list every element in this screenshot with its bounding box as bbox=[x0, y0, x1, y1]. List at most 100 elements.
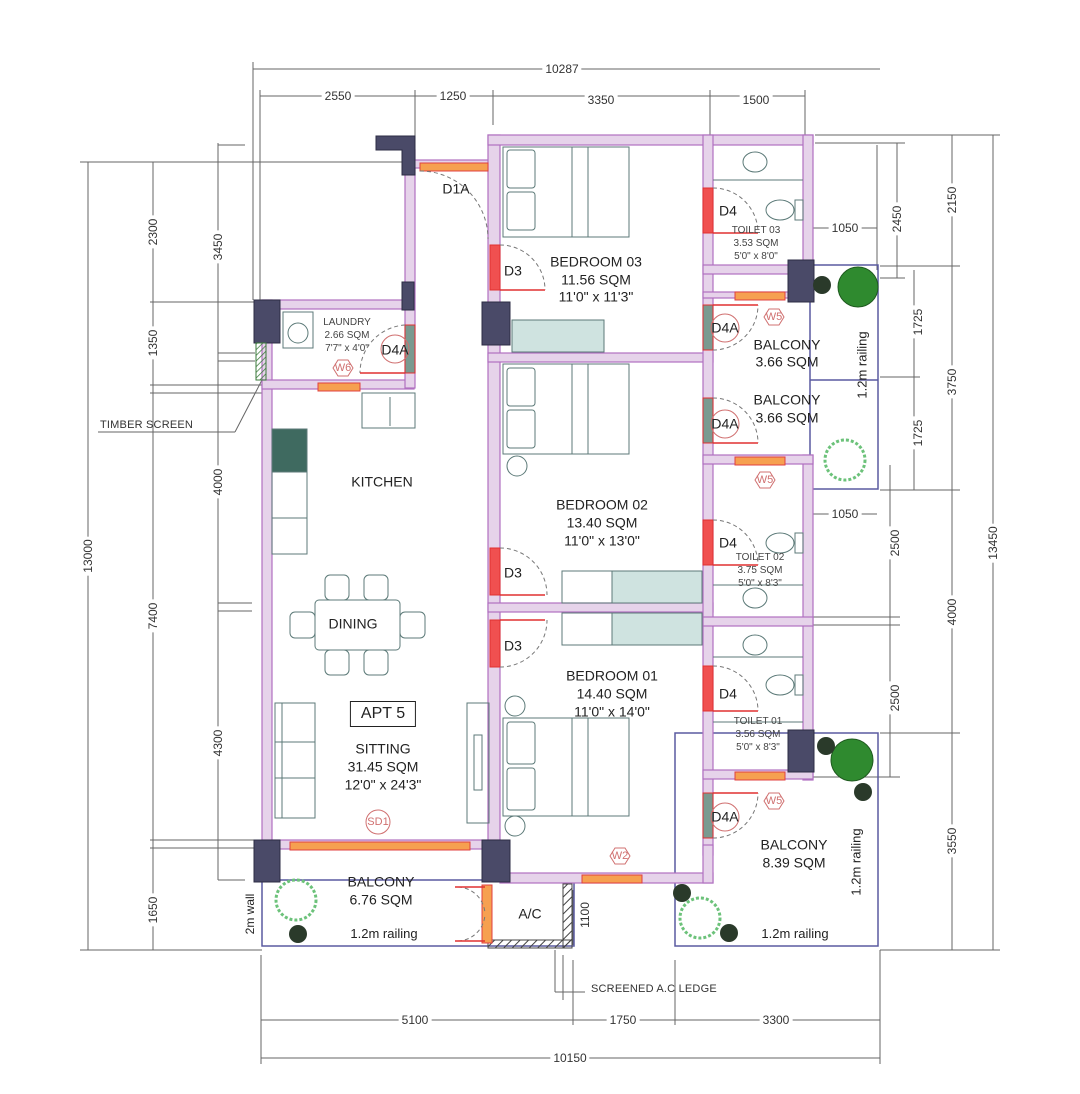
window-tags bbox=[332, 308, 785, 865]
dim-top-4: 1500 bbox=[739, 93, 773, 107]
room-size-sitting: 12'0" x 24'3" bbox=[344, 776, 422, 793]
railings bbox=[261, 264, 879, 947]
note-ac-ledge: SCREENED A.C LEDGE bbox=[591, 983, 717, 995]
note-railing-balcony-c-bottom: 1.2m railing bbox=[761, 926, 829, 942]
fern-icon bbox=[673, 884, 691, 902]
door-label-d4-toilet02: D4 bbox=[719, 534, 737, 551]
door-label-d3-bed01: D3 bbox=[504, 637, 522, 654]
room-name-balcony-d: BALCONY bbox=[347, 873, 415, 890]
plants bbox=[274, 266, 879, 943]
dim-bottom-2: 1750 bbox=[606, 1013, 640, 1027]
door-label-d4a-balcony-a: D4A bbox=[711, 319, 739, 336]
note-railing-balcony-c-side: 1.2m railing bbox=[848, 828, 864, 896]
window-tag-w5-a: W5 bbox=[765, 311, 783, 323]
dim-top-3: 3350 bbox=[584, 93, 618, 107]
door-swings bbox=[359, 170, 759, 942]
room-size-toilet-01: 5'0" x 8'3" bbox=[736, 742, 780, 753]
dim-bottom-overall: 10150 bbox=[550, 1051, 590, 1065]
note-railing-balcony-ab: 1.2m railing bbox=[854, 331, 870, 399]
dim-left-inner-1: 3450 bbox=[211, 230, 225, 264]
door-stops bbox=[360, 232, 758, 942]
room-name-bedroom-03: BEDROOM 03 bbox=[550, 253, 642, 270]
room-area-toilet-01: 3.56 SQM bbox=[735, 729, 781, 740]
ac-ledge bbox=[487, 883, 573, 949]
room-area-toilet-02: 3.75 SQM bbox=[737, 565, 783, 576]
room-name-toilet-01: TOILET 01 bbox=[733, 716, 783, 727]
dim-right-inner-2: 2500 bbox=[888, 526, 902, 560]
room-name-ac: A/C bbox=[518, 905, 542, 922]
door-label-d4a-laundry: D4A bbox=[381, 341, 409, 358]
dim-top-overall: 10287 bbox=[542, 62, 582, 76]
dim-bottom-3: 3300 bbox=[759, 1013, 793, 1027]
dim-right-mid-1: 1725 bbox=[911, 305, 925, 339]
tree-icon bbox=[837, 266, 879, 308]
dim-right-inner-1: 2450 bbox=[890, 202, 904, 236]
shrub-icon bbox=[678, 896, 722, 940]
windows bbox=[289, 162, 786, 944]
tree-icon bbox=[830, 738, 874, 782]
dim-right-a-3: 4000 bbox=[945, 595, 959, 629]
room-name-bedroom-01: BEDROOM 01 bbox=[566, 667, 658, 684]
furniture bbox=[271, 146, 804, 837]
note-railing-balcony-d: 1.2m railing bbox=[350, 926, 418, 942]
room-name-bedroom-02: BEDROOM 02 bbox=[556, 496, 648, 513]
dim-right-a-2: 3750 bbox=[945, 365, 959, 399]
dim-left-mid-3: 7400 bbox=[146, 599, 160, 633]
dim-toilet-width-1: 1050 bbox=[828, 221, 862, 235]
door-label-d3-bed03: D3 bbox=[504, 262, 522, 279]
fern-icon bbox=[817, 737, 835, 755]
dim-left-mid-4: 1650 bbox=[146, 893, 160, 927]
room-size-toilet-03: 5'0" x 8'0" bbox=[734, 251, 778, 262]
room-name-balcony-a: BALCONY bbox=[753, 336, 821, 353]
room-name-toilet-03: TOILET 03 bbox=[731, 225, 781, 236]
room-name-kitchen: KITCHEN bbox=[351, 473, 413, 490]
room-size-toilet-02: 5'0" x 8'3" bbox=[738, 578, 782, 589]
window-tag-w5-b: W5 bbox=[756, 474, 774, 486]
room-area-balcony-c: 8.39 SQM bbox=[762, 854, 826, 871]
room-area-bedroom-01: 14.40 SQM bbox=[576, 685, 648, 702]
dim-right-inner-3: 2500 bbox=[888, 681, 902, 715]
doors bbox=[489, 187, 714, 712]
shrub-icon bbox=[823, 438, 867, 482]
door-label-d4-toilet01: D4 bbox=[719, 685, 737, 702]
dim-left-overall: 13000 bbox=[81, 536, 95, 576]
dim-top-2: 1250 bbox=[436, 89, 470, 103]
note-2m-wall: 2m wall bbox=[243, 893, 257, 935]
window-tag-w2: W2 bbox=[611, 850, 629, 862]
room-area-balcony-b: 3.66 SQM bbox=[755, 409, 819, 426]
room-name-toilet-02: TOILET 02 bbox=[735, 552, 785, 563]
fern-icon bbox=[289, 925, 307, 943]
dim-right-a-4: 3550 bbox=[945, 824, 959, 858]
room-name-laundry: LAUNDRY bbox=[323, 317, 371, 328]
window-tag-w6: W6 bbox=[334, 362, 352, 374]
dim-top-1: 2550 bbox=[321, 89, 355, 103]
dim-right-mid-2: 1725 bbox=[911, 416, 925, 450]
room-name-balcony-b: BALCONY bbox=[753, 391, 821, 408]
dim-right-overall: 13450 bbox=[986, 523, 1000, 563]
fern-icon bbox=[854, 783, 872, 801]
door-label-d4-toilet03: D4 bbox=[719, 202, 737, 219]
fern-icon bbox=[720, 924, 738, 942]
columns bbox=[253, 135, 815, 883]
room-area-laundry: 2.66 SQM bbox=[324, 330, 370, 341]
walls bbox=[261, 134, 814, 884]
room-size-bedroom-01: 11'0" x 14'0" bbox=[574, 703, 650, 720]
apartment-label: APT 5 bbox=[349, 701, 417, 727]
room-area-balcony-d: 6.76 SQM bbox=[349, 891, 413, 908]
room-name-balcony-c: BALCONY bbox=[760, 836, 828, 853]
room-area-bedroom-03: 11.56 SQM bbox=[561, 271, 631, 288]
dim-left-inner-3: 4300 bbox=[211, 726, 225, 760]
door-label-d1a: D1A bbox=[442, 180, 470, 197]
fern-icon bbox=[813, 276, 831, 294]
room-name-sitting: SITTING bbox=[355, 740, 411, 757]
window-tag-w5-c: W5 bbox=[765, 795, 783, 807]
dim-left-mid-2: 1350 bbox=[146, 326, 160, 360]
room-area-balcony-a: 3.66 SQM bbox=[755, 353, 819, 370]
room-area-toilet-03: 3.53 SQM bbox=[733, 238, 779, 249]
room-size-laundry: 7'7" x 4'0" bbox=[325, 343, 369, 354]
room-size-bedroom-02: 11'0" x 13'0" bbox=[564, 532, 640, 549]
room-area-sitting: 31.45 SQM bbox=[347, 758, 419, 775]
door-tag-circles bbox=[380, 313, 740, 832]
dim-left-inner-2: 4000 bbox=[211, 465, 225, 499]
dim-ac-depth: 1100 bbox=[578, 899, 592, 931]
